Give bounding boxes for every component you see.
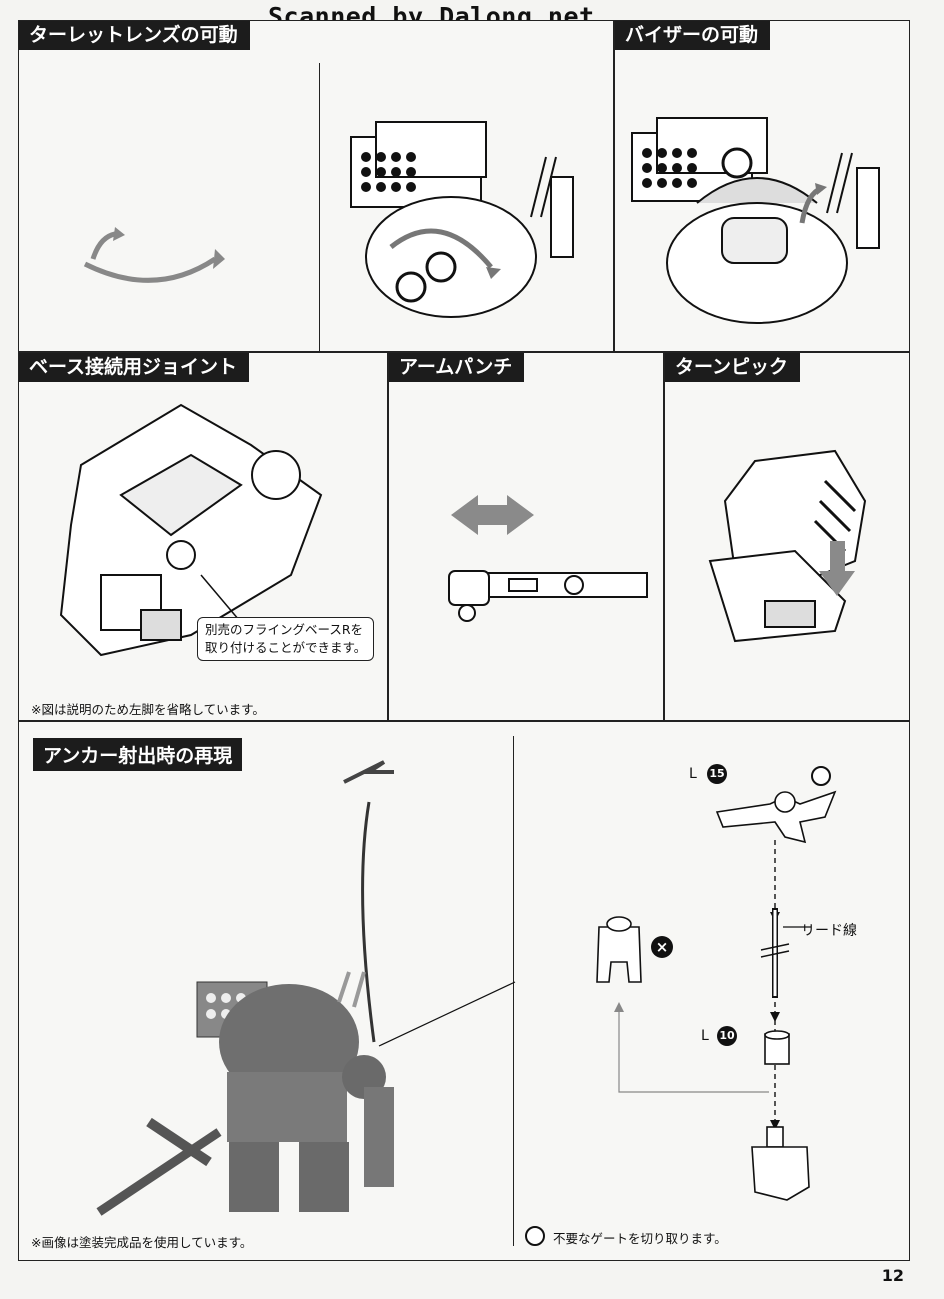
anchor-head-part — [715, 790, 837, 844]
section-title-base-joint: ベース接続用ジョイント — [19, 353, 250, 382]
lead-wire-label: リード線 — [801, 923, 857, 939]
panel-arm-punch: アームパンチ — [388, 352, 664, 721]
left-leg-omitted-note: ※図は説明のため左脚を省略しています。 — [31, 702, 265, 717]
lead-wire-part — [760, 908, 790, 998]
scopedog-anchor-photo — [96, 760, 394, 1216]
panel-divider — [513, 736, 514, 1246]
flying-base-callout: 別売のフライングベースRを 取り付けることができます。 — [197, 617, 375, 661]
sleeve-part — [764, 1030, 790, 1065]
cut-gate-note: 不要なゲートを切り取ります。 — [553, 1231, 727, 1246]
section-title-turret-lens: ターレットレンズの可動 — [19, 21, 250, 50]
section-title-visor: バイザーの可動 — [615, 21, 771, 50]
turn-pick-illustration — [708, 449, 867, 643]
scopedog-head-turret-illustration — [350, 121, 574, 318]
scopedog-visor-illustration — [631, 117, 880, 324]
cut-gate-icon-2 — [525, 1226, 545, 1246]
panel-base-joint: ベース接続用ジョイント 別売のフライングベースRを 取り付けることができます。 … — [18, 352, 388, 721]
painted-sample-note: ※画像は塗装完成品を使用しています。 — [31, 1235, 253, 1250]
scopedog-underside-illustration — [59, 403, 323, 657]
callout-line-1: 別売のフライングベースRを — [205, 622, 364, 637]
arm-punch-illustration — [448, 495, 648, 622]
part-runner-letter-2: L — [701, 1028, 709, 1044]
part-number-badge: 15 — [707, 764, 727, 784]
section-title-turn-pick: ターンピック — [665, 353, 801, 382]
pointer-line — [378, 981, 516, 1047]
panel-visor: バイザーの可動 — [614, 20, 910, 352]
not-used-x-icon: × — [651, 936, 673, 958]
panel-turn-pick: ターンピック — [664, 352, 910, 721]
removed-anchor-part — [596, 916, 642, 983]
panel-divider — [319, 63, 320, 351]
arm-attachment-part — [751, 1126, 810, 1201]
section-title-arm-punch: アームパンチ — [389, 353, 525, 382]
panel-anchor: アンカー射出時の再現 ※画像は塗装完成品を使用しています。 L 15 — [18, 721, 910, 1261]
part-runner-letter: L — [689, 766, 697, 782]
panel-turret-lens: ターレットレンズの可動 — [18, 20, 614, 352]
page-number: 12 — [881, 1266, 904, 1285]
cut-gate-icon — [811, 766, 831, 786]
rotation-arrow-icon — [83, 227, 225, 283]
callout-line-2: 取り付けることができます。 — [205, 640, 367, 655]
section-title-anchor: アンカー射出時の再現 — [33, 738, 243, 771]
lead-label-line — [783, 926, 811, 928]
part-number-badge-2: 10 — [717, 1026, 737, 1046]
